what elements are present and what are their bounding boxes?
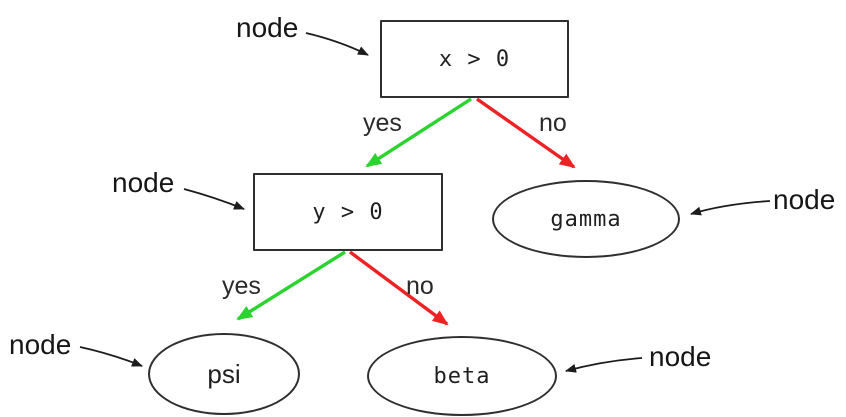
edge-ytest-yes — [236, 250, 346, 321]
annotation-node-ytest: node — [112, 167, 175, 198]
annotation-node-beta: node — [649, 341, 712, 372]
node-gamma-label: gamma — [550, 206, 622, 232]
node-root: x > 0 — [380, 20, 569, 98]
edge-label-root-yes: yes — [363, 109, 402, 137]
edge-ytest-no — [348, 250, 449, 326]
node-psi: psi — [148, 333, 300, 415]
annotation-node-gamma: node — [773, 184, 836, 215]
edge-label-ytest-yes: yes — [222, 272, 261, 300]
pointer-to-beta — [565, 357, 643, 373]
edge-root-yes — [365, 97, 472, 168]
annotation-node-root: node — [236, 12, 299, 43]
node-psi-label: psi — [207, 358, 241, 389]
pointer-to-gamma — [690, 200, 771, 216]
edge-label-root-no: no — [539, 109, 567, 137]
annotation-node-psi: node — [9, 329, 72, 360]
node-gamma: gamma — [492, 180, 680, 258]
pointer-to-root — [305, 32, 369, 56]
edge-label-ytest-no: no — [406, 272, 434, 300]
edge-root-no — [476, 97, 576, 169]
node-root-label: x > 0 — [438, 46, 511, 72]
node-ytest-label: y > 0 — [312, 199, 384, 225]
pointer-to-ytest — [183, 188, 245, 210]
node-beta-label: beta — [433, 363, 491, 389]
node-beta: beta — [367, 336, 557, 416]
pointer-to-psi — [79, 346, 143, 367]
node-ytest: y > 0 — [253, 173, 443, 251]
